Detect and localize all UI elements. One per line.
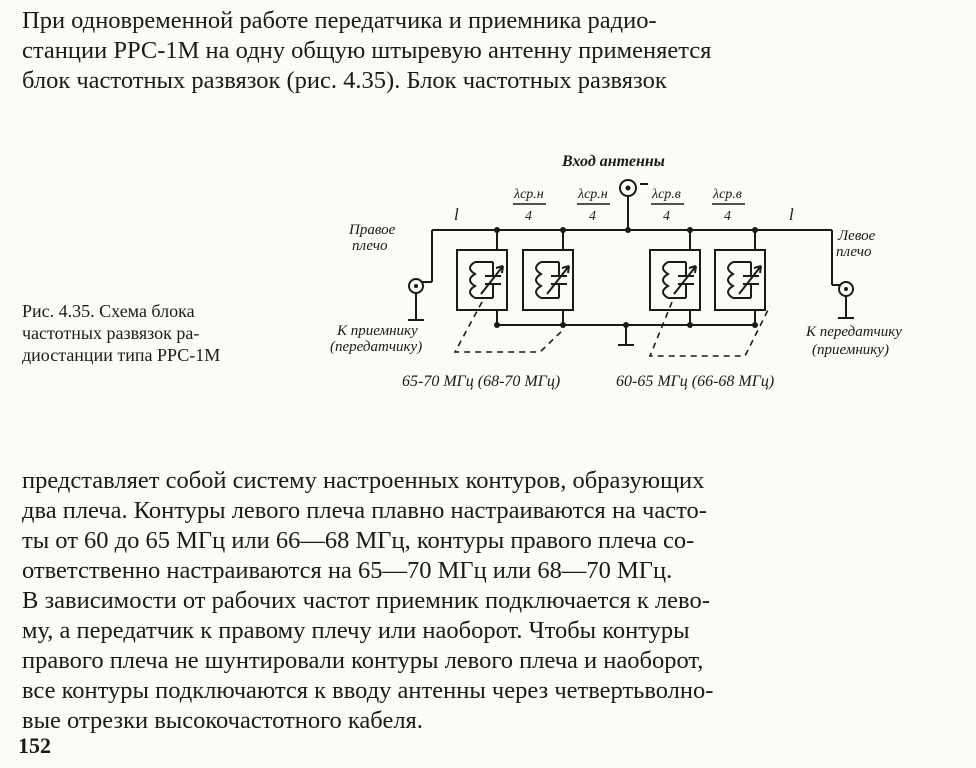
quarter-wave-denominator: 4 bbox=[525, 209, 532, 224]
resonator-box bbox=[456, 249, 508, 311]
text-line: станции РРС-1М на одну общую штыревую ан… bbox=[22, 37, 712, 64]
quarter-wave-numerator: λср.н bbox=[513, 187, 544, 202]
junction-dot bbox=[560, 227, 566, 233]
caption-line: частотных развязок ра- bbox=[22, 323, 200, 343]
resonator-circuit bbox=[649, 249, 701, 311]
band-label-right: 60-65 МГц (66-68 МГц) bbox=[616, 373, 774, 390]
text-line: блок частотных развязок (рис. 4.35). Бло… bbox=[22, 67, 667, 94]
text-line: При одновременной работе передатчика и п… bbox=[22, 7, 657, 34]
caption-line: диостанции типа РРС-1М bbox=[22, 345, 221, 365]
quarter-wave-denominator: 4 bbox=[589, 209, 596, 224]
text-line: правого плеча не шунтировали контуры лев… bbox=[22, 647, 704, 674]
text-line last-line: вые отрезки высокочастотного кабеля. bbox=[22, 707, 423, 734]
to-transmitter-label: К передатчику bbox=[805, 324, 902, 340]
coil-inductor bbox=[535, 261, 543, 299]
tuning-arrow bbox=[546, 265, 570, 295]
quarter-wave-numerator: λср.в bbox=[651, 187, 681, 202]
resonator-circuit bbox=[522, 249, 574, 311]
resonator-circuit bbox=[714, 249, 766, 311]
junction-dot bbox=[687, 322, 693, 328]
junction-dot bbox=[560, 322, 566, 328]
coil-inductor bbox=[662, 261, 670, 299]
tuning-arrowhead bbox=[753, 265, 762, 274]
top-paragraph: При одновременной работе передатчика и п… bbox=[22, 6, 952, 96]
tuning-arrowhead bbox=[688, 265, 697, 274]
text-line: все контуры подключаются к вводу антенны… bbox=[22, 677, 714, 704]
quarter-wave-numerator: λср.в bbox=[712, 187, 742, 202]
tuning-arrow bbox=[480, 265, 504, 295]
text-line: му, а передатчик к правому плечу или нао… bbox=[22, 617, 690, 644]
quarter-wave-denominator: 4 bbox=[724, 209, 731, 224]
resonator-box bbox=[714, 249, 766, 311]
tuning-arrowhead bbox=[495, 265, 504, 274]
text-line: ответственно настраиваются на 65—70 МГц … bbox=[22, 557, 673, 584]
junction-dot bbox=[494, 322, 500, 328]
junction-dot bbox=[625, 227, 631, 233]
junction-dot bbox=[494, 227, 500, 233]
tuning-link-left bbox=[453, 301, 564, 353]
caption-line: Рис. 4.35. Схема блока bbox=[22, 301, 195, 321]
junction-dot bbox=[752, 227, 758, 233]
junction-dot bbox=[687, 227, 693, 233]
bottom-paragraph: представляет собой систему настроенных к… bbox=[22, 466, 952, 736]
page-number: 152 bbox=[18, 733, 51, 758]
antenna-input-label: Вход антенны bbox=[561, 153, 665, 170]
tuning-arrow bbox=[673, 265, 697, 295]
left-arm-label: плечо bbox=[836, 244, 872, 260]
tuning-arrowhead bbox=[561, 265, 570, 274]
figure-caption: Рис. 4.35. Схема блока частотных развязо… bbox=[22, 300, 312, 366]
coil-inductor bbox=[469, 261, 477, 299]
resonator-box bbox=[649, 249, 701, 311]
connector-pin bbox=[844, 287, 848, 291]
length-label-right: l bbox=[789, 205, 794, 224]
to-receiver-label: К приемнику bbox=[336, 323, 418, 339]
quarter-wave-labels: λср.н 4 λср.н 4 λср.в 4 λср.в 4 bbox=[513, 187, 745, 224]
left-arm-label: Левое bbox=[837, 228, 876, 244]
quarter-wave-numerator: λср.н bbox=[577, 187, 608, 202]
tuning-link-right bbox=[648, 301, 771, 357]
to-transmitter-label: (приемнику) bbox=[812, 342, 889, 358]
text-line: представляет собой систему настроенных к… bbox=[22, 467, 705, 494]
tuning-arrow bbox=[738, 265, 762, 295]
connector-pin bbox=[625, 185, 631, 191]
to-receiver-label: (передатчику) bbox=[330, 339, 422, 355]
right-arm-label: плечо bbox=[352, 238, 388, 254]
resonator-circuit bbox=[456, 249, 508, 311]
band-label-left: 65-70 МГц (68-70 МГц) bbox=[402, 373, 560, 390]
junction-dot bbox=[752, 322, 758, 328]
text-line: В зависимости от рабочих частот приемник… bbox=[22, 587, 710, 614]
text-line: два плеча. Контуры левого плеча плавно н… bbox=[22, 497, 707, 524]
resonator-box bbox=[522, 249, 574, 311]
junction-dot bbox=[623, 322, 629, 328]
text-line: ты от 60 до 65 МГц или 66—68 МГц, контур… bbox=[22, 527, 695, 554]
right-arm-label: Правое bbox=[348, 222, 396, 238]
quarter-wave-denominator: 4 bbox=[663, 209, 670, 224]
coil-inductor bbox=[727, 261, 735, 299]
length-label-left: l bbox=[454, 205, 459, 224]
connector-pin bbox=[414, 284, 418, 288]
